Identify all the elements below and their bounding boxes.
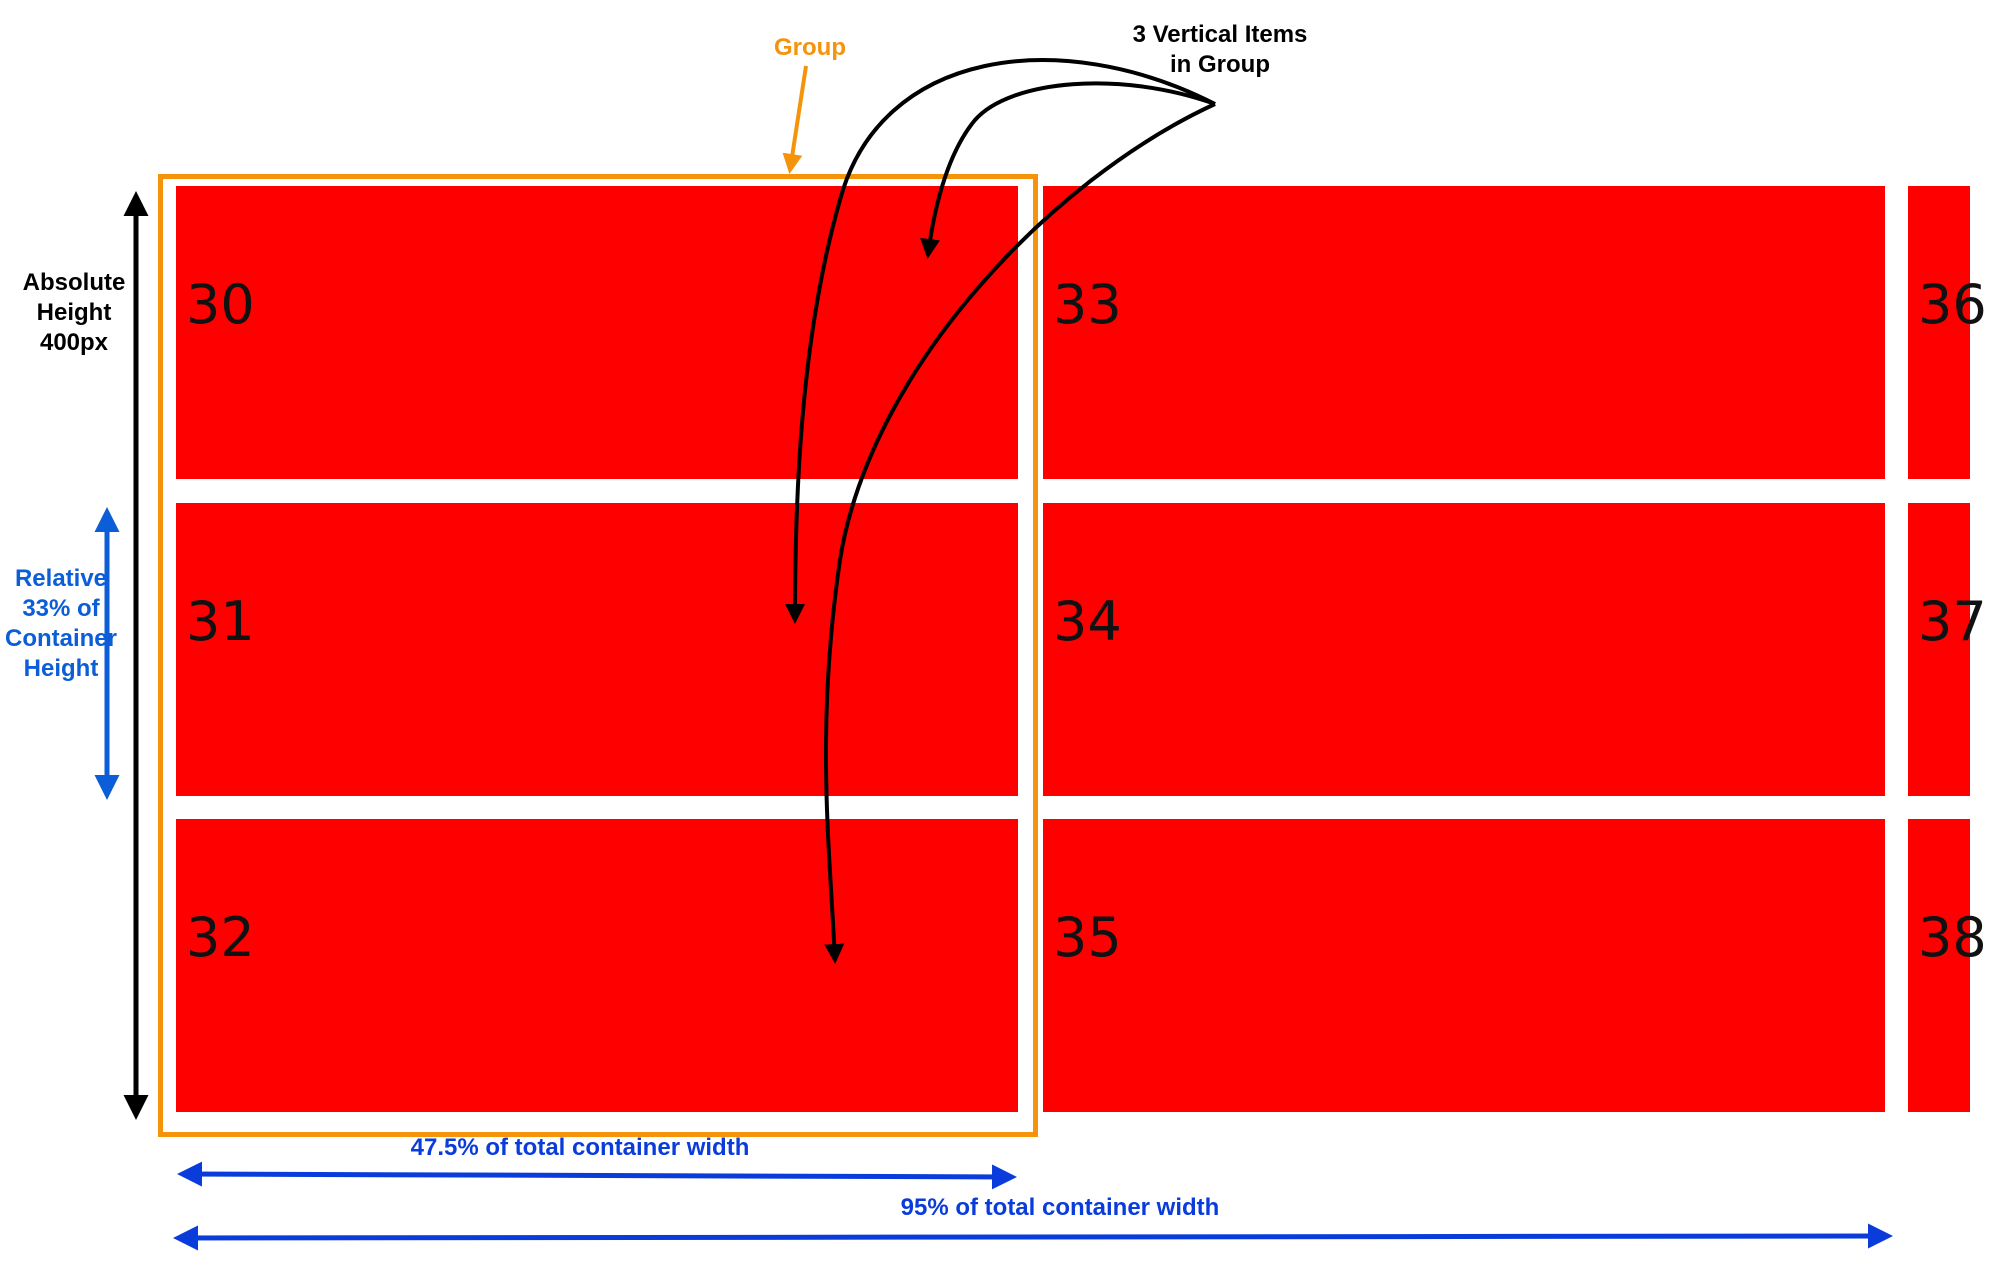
group-width-label: 47.5% of total container width bbox=[410, 1134, 750, 1161]
absolute-height-line-1: Absolute bbox=[22, 269, 126, 296]
absolute-height-line-3: 400px bbox=[39, 329, 109, 356]
cell-number: 31 bbox=[186, 590, 255, 653]
vertical-items-line-2: in Group bbox=[1170, 51, 1270, 78]
cell-34: 34 bbox=[1043, 503, 1885, 796]
group-width-arrow bbox=[177, 1161, 1017, 1190]
cell-36: 36 bbox=[1908, 186, 1987, 479]
cell-number: 32 bbox=[186, 906, 255, 969]
cell-37: 37 bbox=[1908, 503, 1987, 796]
cell-38: 38 bbox=[1908, 819, 1987, 1112]
group-pointer-arrow bbox=[782, 65, 808, 174]
relative-height-line-2: 33% of bbox=[22, 595, 100, 622]
group-outline bbox=[158, 174, 1038, 1137]
relative-height-line-4: Height bbox=[23, 655, 99, 682]
vertical-items-label: 3 Vertical Items in Group bbox=[1090, 20, 1350, 80]
group-label: Group bbox=[774, 34, 846, 61]
cell-number: 37 bbox=[1918, 590, 1987, 653]
cell-number: 35 bbox=[1053, 906, 1122, 969]
relative-height-line-1: Relative bbox=[14, 565, 108, 592]
absolute-height-label: Absolute Height 400px bbox=[14, 268, 134, 358]
vertical-items-line-1: 3 Vertical Items bbox=[1132, 21, 1308, 48]
cell-number: 38 bbox=[1918, 906, 1987, 969]
total-width-arrow bbox=[173, 1223, 1893, 1251]
cell-number: 33 bbox=[1053, 273, 1122, 336]
cell-number: 30 bbox=[186, 273, 255, 336]
cell-33: 33 bbox=[1043, 186, 1885, 479]
relative-height-line-3: Container bbox=[4, 625, 117, 652]
relative-height-label: Relative 33% of Container Height bbox=[0, 564, 122, 684]
cell-35: 35 bbox=[1043, 819, 1885, 1112]
total-width-label: 95% of total container width bbox=[900, 1194, 1220, 1221]
absolute-height-line-2: Height bbox=[36, 299, 112, 326]
cell-number: 34 bbox=[1053, 590, 1122, 653]
cell-number: 36 bbox=[1918, 273, 1987, 336]
